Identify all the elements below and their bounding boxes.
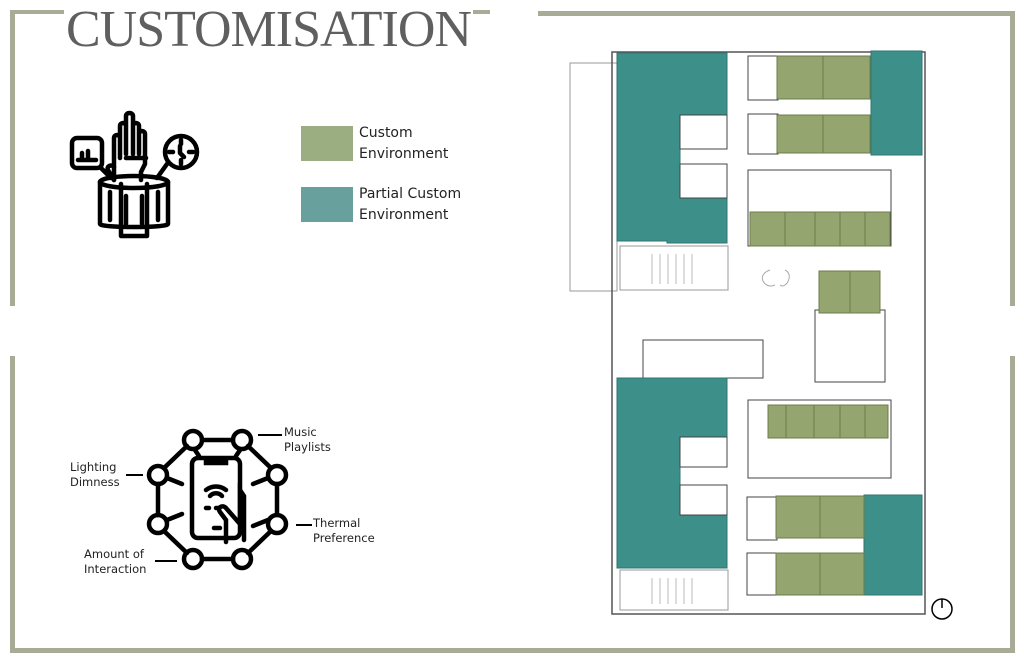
frame-line (1010, 356, 1015, 653)
terrace (569, 62, 618, 292)
zone-custom (819, 552, 865, 596)
legend-label: Custom (359, 125, 413, 141)
zone-custom (839, 211, 866, 247)
hand-wearable-control-icon (69, 110, 200, 239)
zone-custom (775, 495, 821, 539)
zone-custom (864, 211, 891, 247)
frame-line (10, 356, 15, 653)
legend-swatch (301, 126, 353, 161)
legend-label: Environment (359, 146, 449, 162)
stair-core (619, 569, 729, 611)
legend-label: Partial Custom (359, 186, 462, 202)
zone-partial-custom (870, 50, 923, 156)
leader-line (258, 434, 282, 436)
zone-custom (776, 55, 824, 100)
washroom-block (747, 399, 892, 479)
custom-zones (749, 55, 891, 596)
zone-custom (813, 404, 841, 439)
legend-swatch (301, 187, 353, 222)
smartphone-network-icon (146, 428, 289, 571)
zone-custom (819, 495, 865, 539)
building-outline (611, 51, 926, 615)
zone-partial-custom (616, 377, 728, 569)
zone-custom (822, 55, 871, 100)
leader-line (296, 524, 312, 526)
frame-line (10, 648, 1015, 653)
zone-partial-custom (863, 494, 923, 596)
zone-custom (822, 114, 871, 154)
page-title: CUSTOMISATION (64, 0, 473, 60)
zone-custom (767, 404, 787, 439)
zone-custom (749, 211, 786, 247)
lift-core (642, 339, 764, 379)
partial-custom-zones (616, 50, 923, 596)
zone-custom (864, 404, 889, 439)
zone-custom (785, 404, 815, 439)
leader-line (126, 474, 143, 476)
zone-custom (839, 404, 866, 439)
zone-custom (784, 211, 816, 247)
zone-custom (849, 270, 881, 314)
frame-line (1010, 11, 1015, 306)
stair-core (619, 245, 729, 291)
frame-line (538, 11, 1015, 16)
zone-custom (818, 270, 851, 314)
zone-custom (776, 114, 824, 154)
frame-line (10, 10, 15, 306)
legend-label: Environment (359, 207, 449, 223)
zone-custom (814, 211, 841, 247)
zone-custom (775, 552, 821, 596)
leader-line (155, 560, 177, 562)
north-arrow-icon (931, 598, 953, 620)
